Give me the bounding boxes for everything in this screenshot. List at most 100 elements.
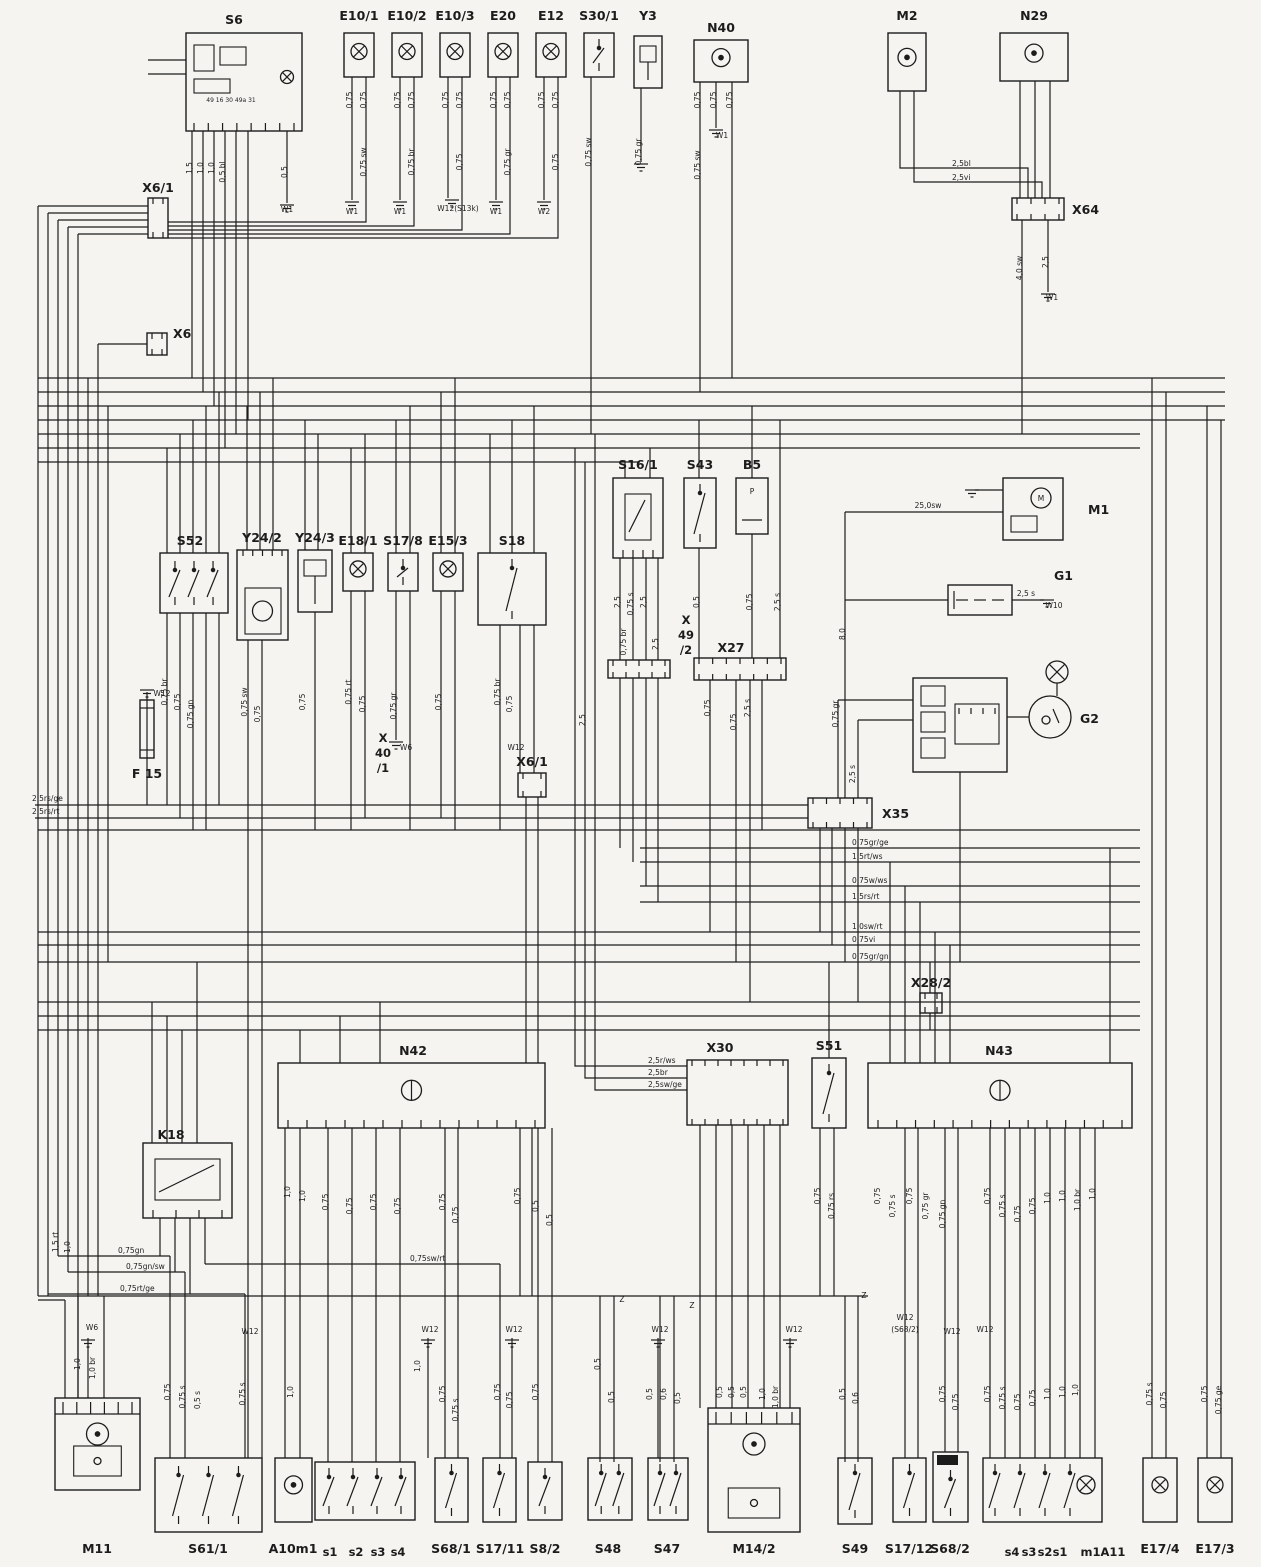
component-S8-2: S8/2 [527,1461,563,1556]
component-E20: E20 [487,8,519,78]
component-box [391,32,423,78]
component-X6-1: X6/1 [142,180,174,239]
component-S6: S6 [185,12,303,132]
component-label: G2 [1080,711,1099,726]
lamp-icon [446,42,464,61]
wire-label: 0,75 [407,91,416,108]
lamp-icon [400,45,414,58]
component-M2: M2 [887,8,927,92]
component-label: S68/2 [930,1541,970,1556]
wire-label: 0,75 [359,91,368,108]
lamp-icon [398,42,416,61]
switch-icon [852,1470,858,1476]
component-label: M1 [1088,502,1109,517]
motor-icon [85,1422,110,1446]
component-label: X27 [717,640,744,655]
generator-icon [1028,695,1072,739]
wire-label: s3 [1022,1545,1037,1559]
switch-icon [657,1470,663,1476]
generator-icon [920,737,946,759]
component-N29: N29 [999,8,1069,82]
component-Y24-2: Y24/2 [236,530,289,641]
switch-icon [396,567,409,578]
component-B5: PB5 [735,457,769,535]
component-X64: X64 [1011,197,1099,221]
component-label: S17/12 [885,1541,933,1556]
motor-icon [94,1431,101,1437]
lamp-icon [1079,1478,1093,1492]
component-E10-2: E10/2 [387,8,427,78]
switch-icon [191,567,197,573]
component-X28-2: X28/2 [911,975,951,1014]
wire-label: 0,75 gr [634,138,643,166]
component-label: X64 [1072,202,1099,217]
component-label: E17/4 [1140,1541,1179,1556]
switch-icon [1017,1470,1023,1476]
wire-label: 0,6 [659,1388,668,1400]
wire-label: 0,5 [673,1392,682,1404]
ground-icon [709,129,723,138]
component-label: K18 [157,1127,184,1142]
component-label: S18 [499,533,525,548]
wire-label: 1,0 [283,1186,292,1198]
lamp-icon [350,42,368,61]
component-label: E17/3 [1195,1541,1234,1556]
wire-label: Z [689,1301,694,1310]
component-label: N43 [985,1043,1013,1058]
component-box [297,549,333,613]
switch-icon [168,569,181,598]
component-N42: N42 [277,1043,546,1129]
component-box [1011,197,1065,221]
wire-label: 1,0 [207,162,216,174]
wire-label: 8,0 [838,628,847,640]
motor-icon [1030,487,1052,509]
wire-label: 25,0sw [915,501,942,510]
wire-label: 0,75 [321,1193,330,1210]
component-box [947,584,1013,616]
wire-label: 0,75 [1013,1393,1022,1410]
wire-label: W6 [86,1323,98,1332]
wire-label: 1,0 [1088,1188,1097,1200]
wire-label: 0,75 [1159,1391,1168,1408]
component-box [887,32,927,92]
wire-label: s1 [323,1545,338,1559]
motor-icon [742,1432,766,1456]
wire-label: 0,75 s [451,1398,460,1421]
component-box [633,35,663,89]
wire-label: 0,75 gn [938,1199,947,1228]
wire [574,448,687,1067]
component-label: S51 [816,1038,842,1053]
wire [168,77,511,235]
component-box [587,1457,633,1521]
wire-label: W12 [977,1325,994,1334]
component-label: S48 [595,1541,621,1556]
wire-label: 0,75gr/ge [852,838,889,847]
wire-label: 1,0 br [771,1385,780,1408]
wire-label: s4 [391,1545,406,1559]
wire-label: 0,75gr/gn [852,952,889,961]
wire-label: 49 [678,628,694,642]
wire-label: 0,75rt/ge [120,1284,155,1293]
switch-icon [822,1072,835,1115]
component-box [912,677,1008,773]
wire-label: 1,0 br [1073,1188,1082,1211]
wire-label: W12 [422,1325,439,1334]
component-M14-2: M14/2 [707,1407,801,1556]
wire-label: 2,5 s [1017,589,1035,598]
wire-label: 0,75 [505,695,514,712]
wire [899,91,1029,198]
component-box [647,1457,689,1521]
switch-icon [612,1472,625,1507]
switch-icon [187,569,200,598]
component-N40: N40 [693,20,749,83]
wire-label: 40 [375,746,391,760]
wire-label: W6 [400,743,412,752]
pump-icon [1024,43,1044,63]
switch-icon [505,567,518,612]
lamp-icon [279,69,295,85]
sensor-glyph: P [750,487,755,496]
switch-icon [492,1472,506,1509]
wire-label: 0,75 br [407,148,416,176]
wire-label: 1,0 br [88,1356,97,1379]
